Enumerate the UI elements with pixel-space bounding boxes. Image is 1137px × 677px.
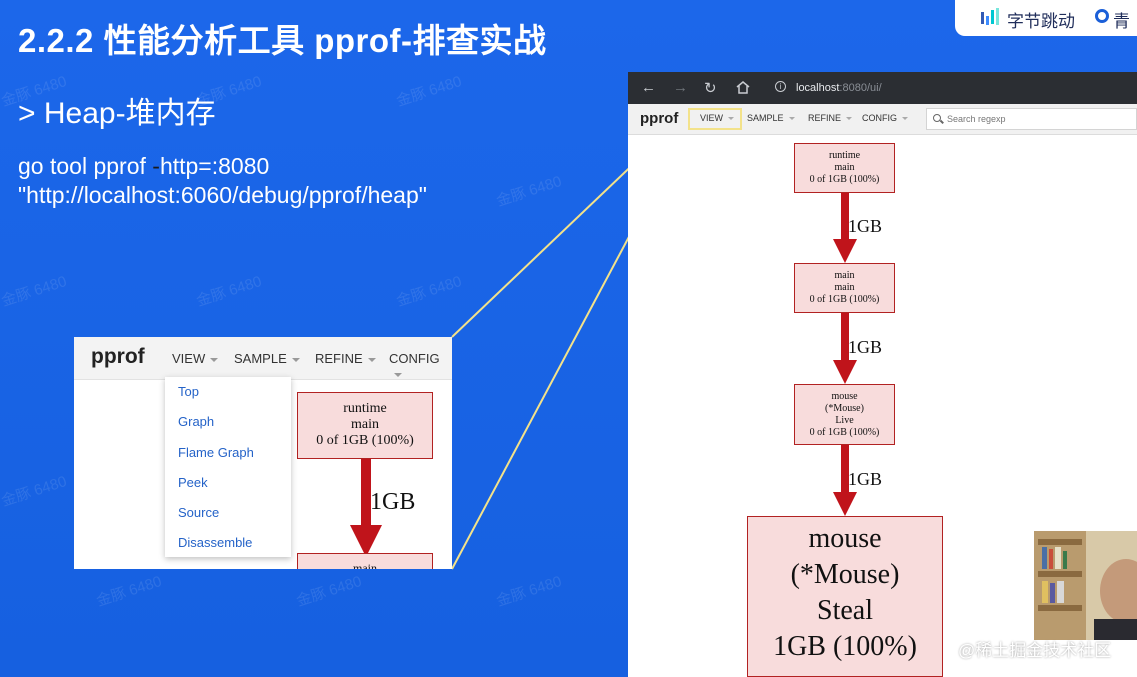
- graph-edge-label-2: 1GB: [848, 337, 883, 357]
- slide-title: 2.2.2 性能分析工具 pprof-排查实战: [18, 22, 547, 59]
- pprof-logo: pprof: [640, 110, 679, 127]
- presenter-image: [1034, 531, 1137, 640]
- menu-sample[interactable]: SAMPLE: [747, 113, 795, 123]
- command-part: go tool pprof: [18, 153, 153, 179]
- chevron-down-icon: [367, 357, 376, 362]
- inset-toolbar: pprof VIEW SAMPLE REFINE CONFIG: [74, 337, 452, 380]
- graph-edge-arrow-3: [833, 445, 857, 516]
- menu-config[interactable]: CONFIG: [862, 113, 908, 123]
- dropdown-item-peek[interactable]: Peek: [178, 475, 208, 490]
- inset-edge-arrow: [350, 459, 382, 557]
- chevron-down-icon: [902, 117, 908, 121]
- forward-arrow-icon[interactable]: →: [673, 79, 688, 96]
- search-icon: [933, 114, 941, 122]
- inset-logo: pprof: [91, 345, 145, 368]
- browser-chrome: ← → ↻ i localhost:8080/ui/: [628, 72, 1137, 104]
- slide-subtitle: > Heap-堆内存: [18, 97, 216, 130]
- command-dash: -: [152, 153, 160, 179]
- url-text: localhost:8080/ui/: [796, 82, 882, 94]
- juejin-watermark: @稀土掘金技术社区: [958, 641, 1112, 660]
- back-arrow-icon[interactable]: ←: [641, 79, 656, 96]
- chevron-down-icon: [291, 357, 300, 362]
- dropdown-item-disassemble[interactable]: Disassemble: [178, 535, 253, 550]
- search-placeholder: Search regexp: [947, 114, 1006, 124]
- inset-node-main[interactable]: main: [297, 553, 433, 569]
- info-icon: i: [775, 81, 786, 92]
- view-dropdown-menu: Top Graph Flame Graph Peek Source Disass…: [165, 377, 291, 557]
- brand-circle-icon: [1095, 9, 1109, 23]
- graph-node-main-main[interactable]: main main 0 of 1GB (100%): [794, 263, 895, 313]
- command-url: "http://localhost:6060/debug/pprof/heap": [18, 182, 427, 208]
- search-input[interactable]: Search regexp: [926, 108, 1137, 130]
- dropdown-item-top[interactable]: Top: [178, 384, 199, 399]
- view-menu-highlight: [688, 108, 742, 130]
- dropdown-item-graph[interactable]: Graph: [178, 414, 215, 429]
- brand-name: 字节跳动: [1007, 12, 1075, 31]
- command-part: http=:8080: [159, 153, 270, 179]
- inset-node-runtime-main[interactable]: runtime main 0 of 1GB (100%): [297, 392, 433, 459]
- brand-badge: 字节跳动 青: [955, 0, 1137, 36]
- graph-edge-label-3: 1GB: [848, 469, 883, 489]
- dropdown-item-flame-graph[interactable]: Flame Graph: [178, 445, 254, 460]
- home-icon[interactable]: [736, 81, 750, 94]
- inset-menu-sample[interactable]: SAMPLE: [234, 351, 300, 366]
- inset-menu-view[interactable]: VIEW: [172, 351, 219, 366]
- graph-node-mouse-steal[interactable]: mouse (*Mouse) Steal 1GB (100%): [747, 516, 943, 677]
- menu-refine[interactable]: REFINE: [808, 113, 853, 123]
- inset-edge-label: 1GB: [370, 489, 416, 515]
- graph-edge-label-1: 1GB: [848, 216, 883, 236]
- brand-name-2: 青: [1113, 12, 1130, 31]
- pprof-view-menu-inset: pprof VIEW SAMPLE REFINE CONFIG runtime …: [74, 337, 452, 569]
- address-bar[interactable]: i localhost:8080/ui/: [768, 79, 1137, 97]
- chevron-down-icon: [394, 372, 402, 377]
- chevron-down-icon: [846, 117, 853, 121]
- menu-view[interactable]: VIEW: [700, 113, 735, 123]
- chevron-down-icon: [728, 117, 735, 121]
- bytedance-logo-icon: [981, 8, 999, 25]
- inset-menu-refine[interactable]: REFINE: [315, 351, 376, 366]
- graph-node-runtime-main[interactable]: runtime main 0 of 1GB (100%): [794, 143, 895, 193]
- graph-edge-arrow-1: [833, 193, 857, 263]
- dropdown-item-source[interactable]: Source: [178, 505, 220, 520]
- command-text: go tool pprof -http=:8080 "http://localh…: [18, 152, 427, 210]
- chevron-down-icon: [210, 357, 219, 362]
- graph-edge-arrow-2: [833, 313, 857, 384]
- inset-menu-config[interactable]: CONFIG: [389, 351, 452, 381]
- reload-icon[interactable]: ↻: [704, 80, 717, 97]
- chevron-down-icon: [788, 117, 795, 121]
- graph-node-mouse-live[interactable]: mouse (*Mouse) Live 0 of 1GB (100%): [794, 384, 895, 445]
- presenter-webcam: [1034, 531, 1137, 640]
